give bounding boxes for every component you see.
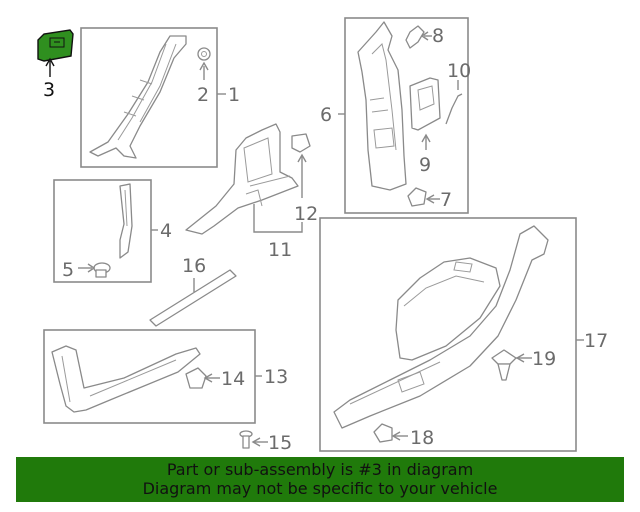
- callout-15: 15: [268, 432, 292, 454]
- part-15-screw[interactable]: [239, 430, 253, 449]
- banner-line-2: Diagram may not be specific to your vehi…: [142, 479, 498, 498]
- part-17-sill-trim-panel[interactable]: [333, 225, 549, 429]
- banner-line-1: Part or sub-assembly is #3 in diagram: [166, 460, 474, 479]
- callout-9: 9: [419, 154, 431, 176]
- part-10-wire[interactable]: [445, 93, 463, 125]
- box-4: [53, 179, 152, 283]
- part-14-clip[interactable]: [185, 367, 207, 389]
- callout-18: 18: [410, 427, 434, 449]
- part-18-clip[interactable]: [373, 423, 393, 443]
- part-13-scuff-plate[interactable]: [51, 345, 201, 413]
- callout-6: 6: [320, 104, 332, 126]
- callout-17: 17: [584, 330, 608, 352]
- callout-7: 7: [440, 189, 452, 211]
- callout-3: 3: [43, 79, 55, 101]
- callout-10: 10: [447, 60, 471, 82]
- part-19-retainer[interactable]: [491, 349, 517, 381]
- callout-5: 5: [62, 259, 74, 281]
- part-16-sill-strip[interactable]: [149, 269, 237, 327]
- part-8-clip[interactable]: [405, 25, 425, 49]
- part-4-trim-strip[interactable]: [119, 183, 133, 259]
- callout-19: 19: [532, 348, 556, 370]
- info-banner: Part or sub-assembly is #3 in diagram Di…: [16, 457, 624, 502]
- box-1: [80, 27, 218, 168]
- callout-8: 8: [432, 25, 444, 47]
- callout-14: 14: [221, 368, 245, 390]
- callout-4: 4: [160, 220, 172, 242]
- part-7-clip[interactable]: [407, 187, 427, 207]
- part-2-clip[interactable]: [197, 47, 211, 61]
- part-3-highlighted[interactable]: [37, 29, 74, 62]
- box-6: [344, 17, 469, 214]
- part-11-kick-panel[interactable]: [185, 123, 299, 235]
- parts-diagram: 3 2 1 4 5 12 11 6: [37, 17, 608, 454]
- callout-11: 11: [268, 239, 292, 261]
- box-17: [319, 217, 577, 452]
- callout-12: 12: [294, 203, 318, 225]
- part-9-trim-cover[interactable]: [409, 77, 441, 131]
- callout-1: 1: [228, 84, 240, 106]
- callout-16: 16: [182, 255, 206, 277]
- part-1-a-pillar-trim[interactable]: [89, 35, 187, 159]
- callout-13: 13: [264, 366, 288, 388]
- part-5-screw[interactable]: [93, 262, 111, 278]
- callout-2: 2: [197, 84, 209, 106]
- part-6-b-pillar-trim[interactable]: [357, 21, 407, 191]
- part-12-clip[interactable]: [291, 133, 311, 153]
